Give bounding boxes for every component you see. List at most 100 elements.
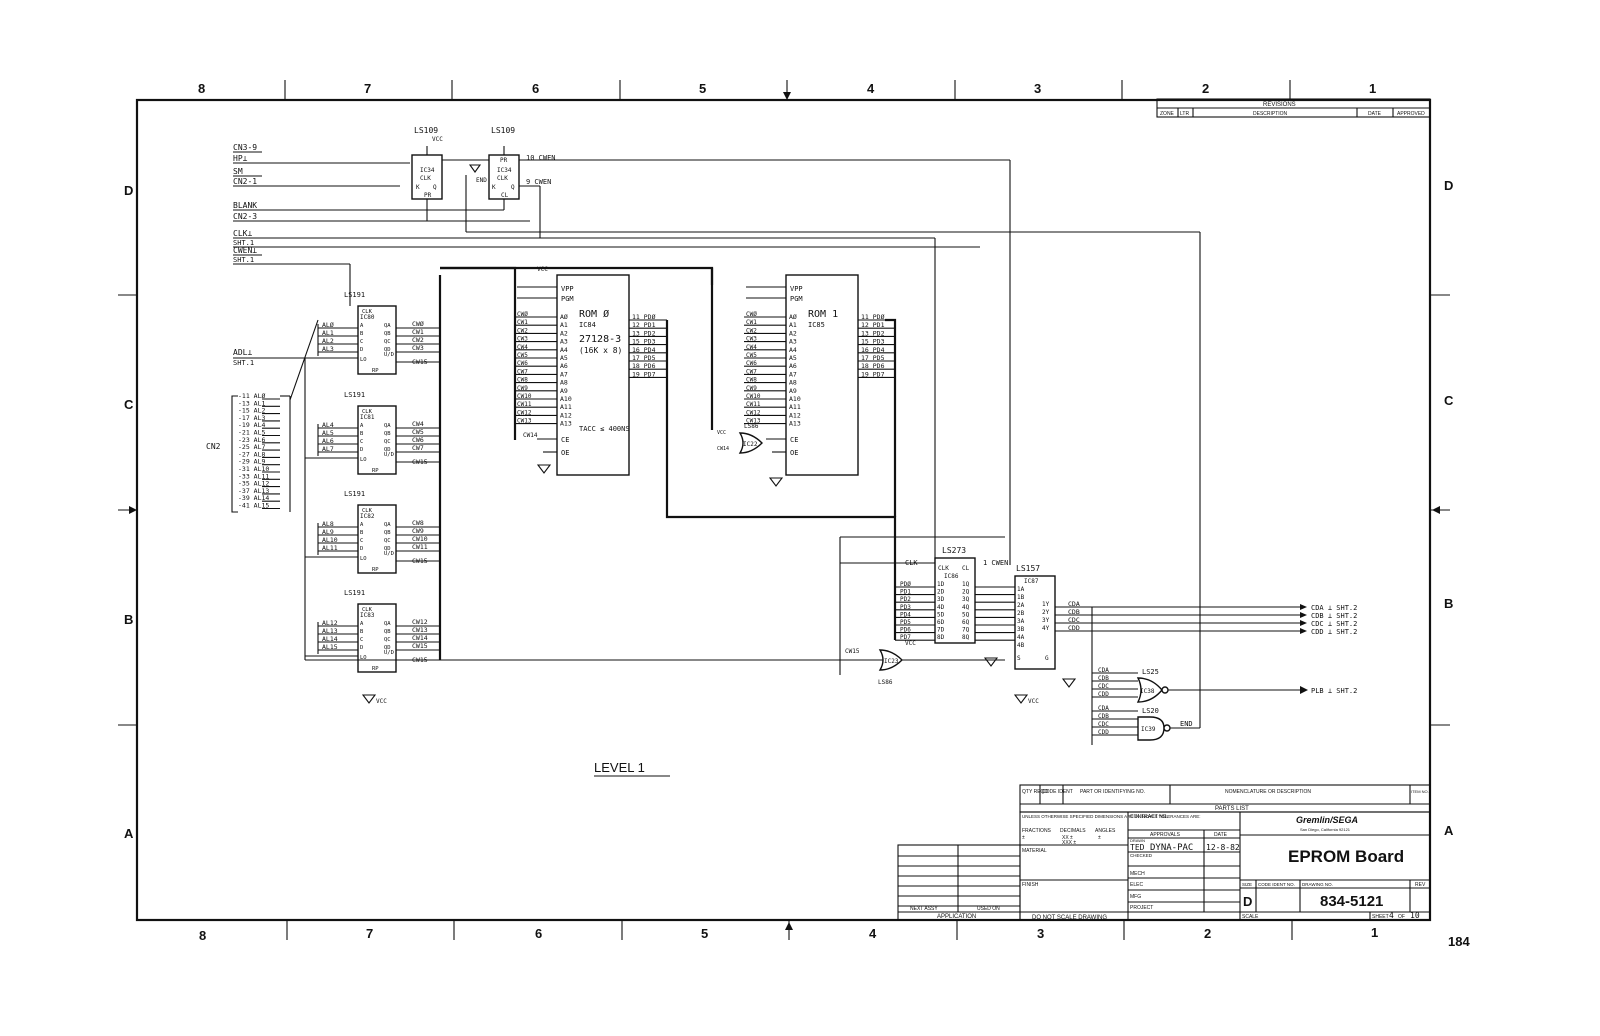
rom-cw-label: CW12 [517, 409, 532, 416]
rom-addr-pin: A6 [789, 362, 797, 370]
counter-output-label: CW5 [412, 428, 424, 436]
rom-cw-label: CW5 [517, 352, 528, 359]
mux-out-pin: 2Y [1042, 609, 1050, 616]
zone-bottom-7: 7 [366, 926, 373, 941]
gate-ic22-vcc: VCC [717, 430, 726, 436]
page-number: 184 [1448, 934, 1470, 949]
drawing-number: 834-5121 [1320, 893, 1383, 910]
counter-pin: LO [360, 357, 367, 363]
zone-top-1: 1 [1369, 81, 1376, 96]
zone-bottom-2: 2 [1204, 926, 1211, 941]
used-on-label: USED ON [977, 906, 1000, 912]
signal-clk: CLK⊥ [233, 229, 252, 238]
ground-vcc-2: VCC [1028, 698, 1039, 705]
zone-top-8: 8 [198, 81, 205, 96]
signal-cn3-9: CN3-9 [233, 143, 257, 152]
rom-oe: OE [561, 449, 569, 457]
rom-org: (16K x 8) [579, 346, 622, 355]
zone-left-d: D [124, 183, 133, 198]
counter-type: LS191 [344, 490, 365, 498]
revisions-title: REVISIONS [1263, 102, 1296, 108]
counter-pin: LO [360, 556, 367, 562]
counter-output-label: CWØ [412, 320, 424, 328]
gate-ic38-label: IC38 [1140, 688, 1155, 695]
counter-pin: RP [372, 368, 379, 374]
counter-pin: QB [384, 629, 391, 635]
mux-in-pin: 1B [1017, 594, 1025, 601]
signal-blank: BLANK [233, 201, 257, 210]
flipflop-1: LS109 VCC IC34 CLK K Q PR [411, 126, 443, 200]
application-label: APPLICATION [937, 914, 976, 920]
rom-data-out: 18 PD6 [632, 362, 656, 370]
rom-addr-pin: AØ [560, 313, 568, 321]
rom-cw-label: CW11 [517, 401, 532, 408]
rom-data-out: 15 PD3 [861, 338, 885, 346]
counter-ic82: LS191IC82CLKABCDQAQBQCQDLOU/DRPAL8AL9AL1… [305, 490, 440, 574]
counter-pin: QA [384, 323, 391, 329]
parts-col-item: ITEM NO. [1411, 789, 1429, 794]
counter-output-label: CW14 [412, 634, 428, 642]
mux-in-pin: 1A [1017, 586, 1025, 593]
latch-pd-label: PD6 [900, 627, 911, 634]
output-label: CDA ⊥ SHT.2 [1311, 604, 1357, 612]
cn2-pin: -21 AL5 [238, 429, 265, 437]
counter-clk-pin: CLK [362, 607, 373, 613]
mux-type: LS157 [1016, 564, 1040, 573]
mux-in-pin: 3B [1017, 626, 1025, 633]
cn2-pin: -29 AL9 [238, 458, 265, 466]
gate-ic22-label: IC22 [743, 441, 758, 448]
counter-pin: D [360, 645, 363, 651]
ff1-type: LS109 [414, 126, 438, 135]
rom-tacc: TACC ≤ 400NS [579, 425, 630, 433]
counter-pin: D [360, 347, 363, 353]
zone-markers-top: 8 7 6 5 4 3 2 1 [198, 81, 1376, 96]
counter-pin: B [360, 530, 364, 536]
ff1-pr: PR [424, 192, 432, 199]
counter-pin: D [360, 546, 363, 552]
counter-input-label: AL10 [322, 536, 338, 544]
latch-q-pin: 6Q [962, 619, 970, 626]
counter-output-label: CW9 [412, 527, 424, 535]
latch-pd-label: PD3 [900, 604, 911, 611]
counter-pin: B [360, 431, 364, 437]
project-label: PROJECT [1130, 905, 1153, 911]
counter-pin: B [360, 629, 364, 635]
counter-clk-pin: CLK [362, 409, 373, 415]
rom-addr-pin: A5 [789, 354, 797, 362]
counter-input-label: AL3 [322, 345, 334, 353]
rev-col-approved: APPROVED [1397, 111, 1425, 117]
output-label: CDD ⊥ SHT.2 [1311, 628, 1357, 636]
tol-angles: ANGLES [1095, 828, 1116, 834]
rom-cw-label: CW8 [746, 377, 757, 384]
rom-cw-label: CW5 [746, 352, 757, 359]
signal-hp: HP⊥ [233, 154, 248, 163]
rom-vpp: VPP [561, 285, 574, 293]
latch-q-pin: 4Q [962, 604, 970, 611]
cn2-pin: -19 AL4 [238, 421, 265, 429]
rom-addr-pin: A7 [560, 370, 568, 378]
ff-out-cwen-b: 9 CWEN [526, 178, 551, 186]
parts-col-qty: QTY REQD [1022, 789, 1048, 795]
rom-addr-pin: A9 [560, 387, 568, 395]
gate-ic38-type: LS25 [1142, 668, 1159, 676]
rom-cw-label: CW1 [517, 319, 528, 326]
counter-type: LS191 [344, 589, 365, 597]
rom-addr-pin: A2 [789, 329, 797, 337]
zone-bottom-8: 8 [199, 928, 206, 943]
gate-ic39-label: IC39 [1141, 726, 1156, 733]
gate-input-label: CDD [1098, 729, 1109, 736]
rom-cw-label: CWØ [746, 311, 757, 318]
counter-pin: QC [384, 637, 391, 643]
rom-data-out: 12 PD1 [861, 321, 885, 329]
rom-data-out: 11 PDØ [632, 313, 656, 321]
rev-label: REV [1415, 882, 1426, 888]
zone-bottom-6: 6 [535, 926, 542, 941]
ff2-clk: CLK [497, 175, 508, 182]
counter-pin: QC [384, 439, 391, 445]
counter-pin: RP [372, 666, 379, 672]
mux-output-label: CDA [1068, 600, 1080, 608]
counter-pin: A [360, 323, 364, 329]
zone-bottom-1: 1 [1371, 925, 1378, 940]
project-name: DYNA-PAC [1150, 843, 1193, 853]
rom-cw-label: CW4 [517, 344, 528, 351]
